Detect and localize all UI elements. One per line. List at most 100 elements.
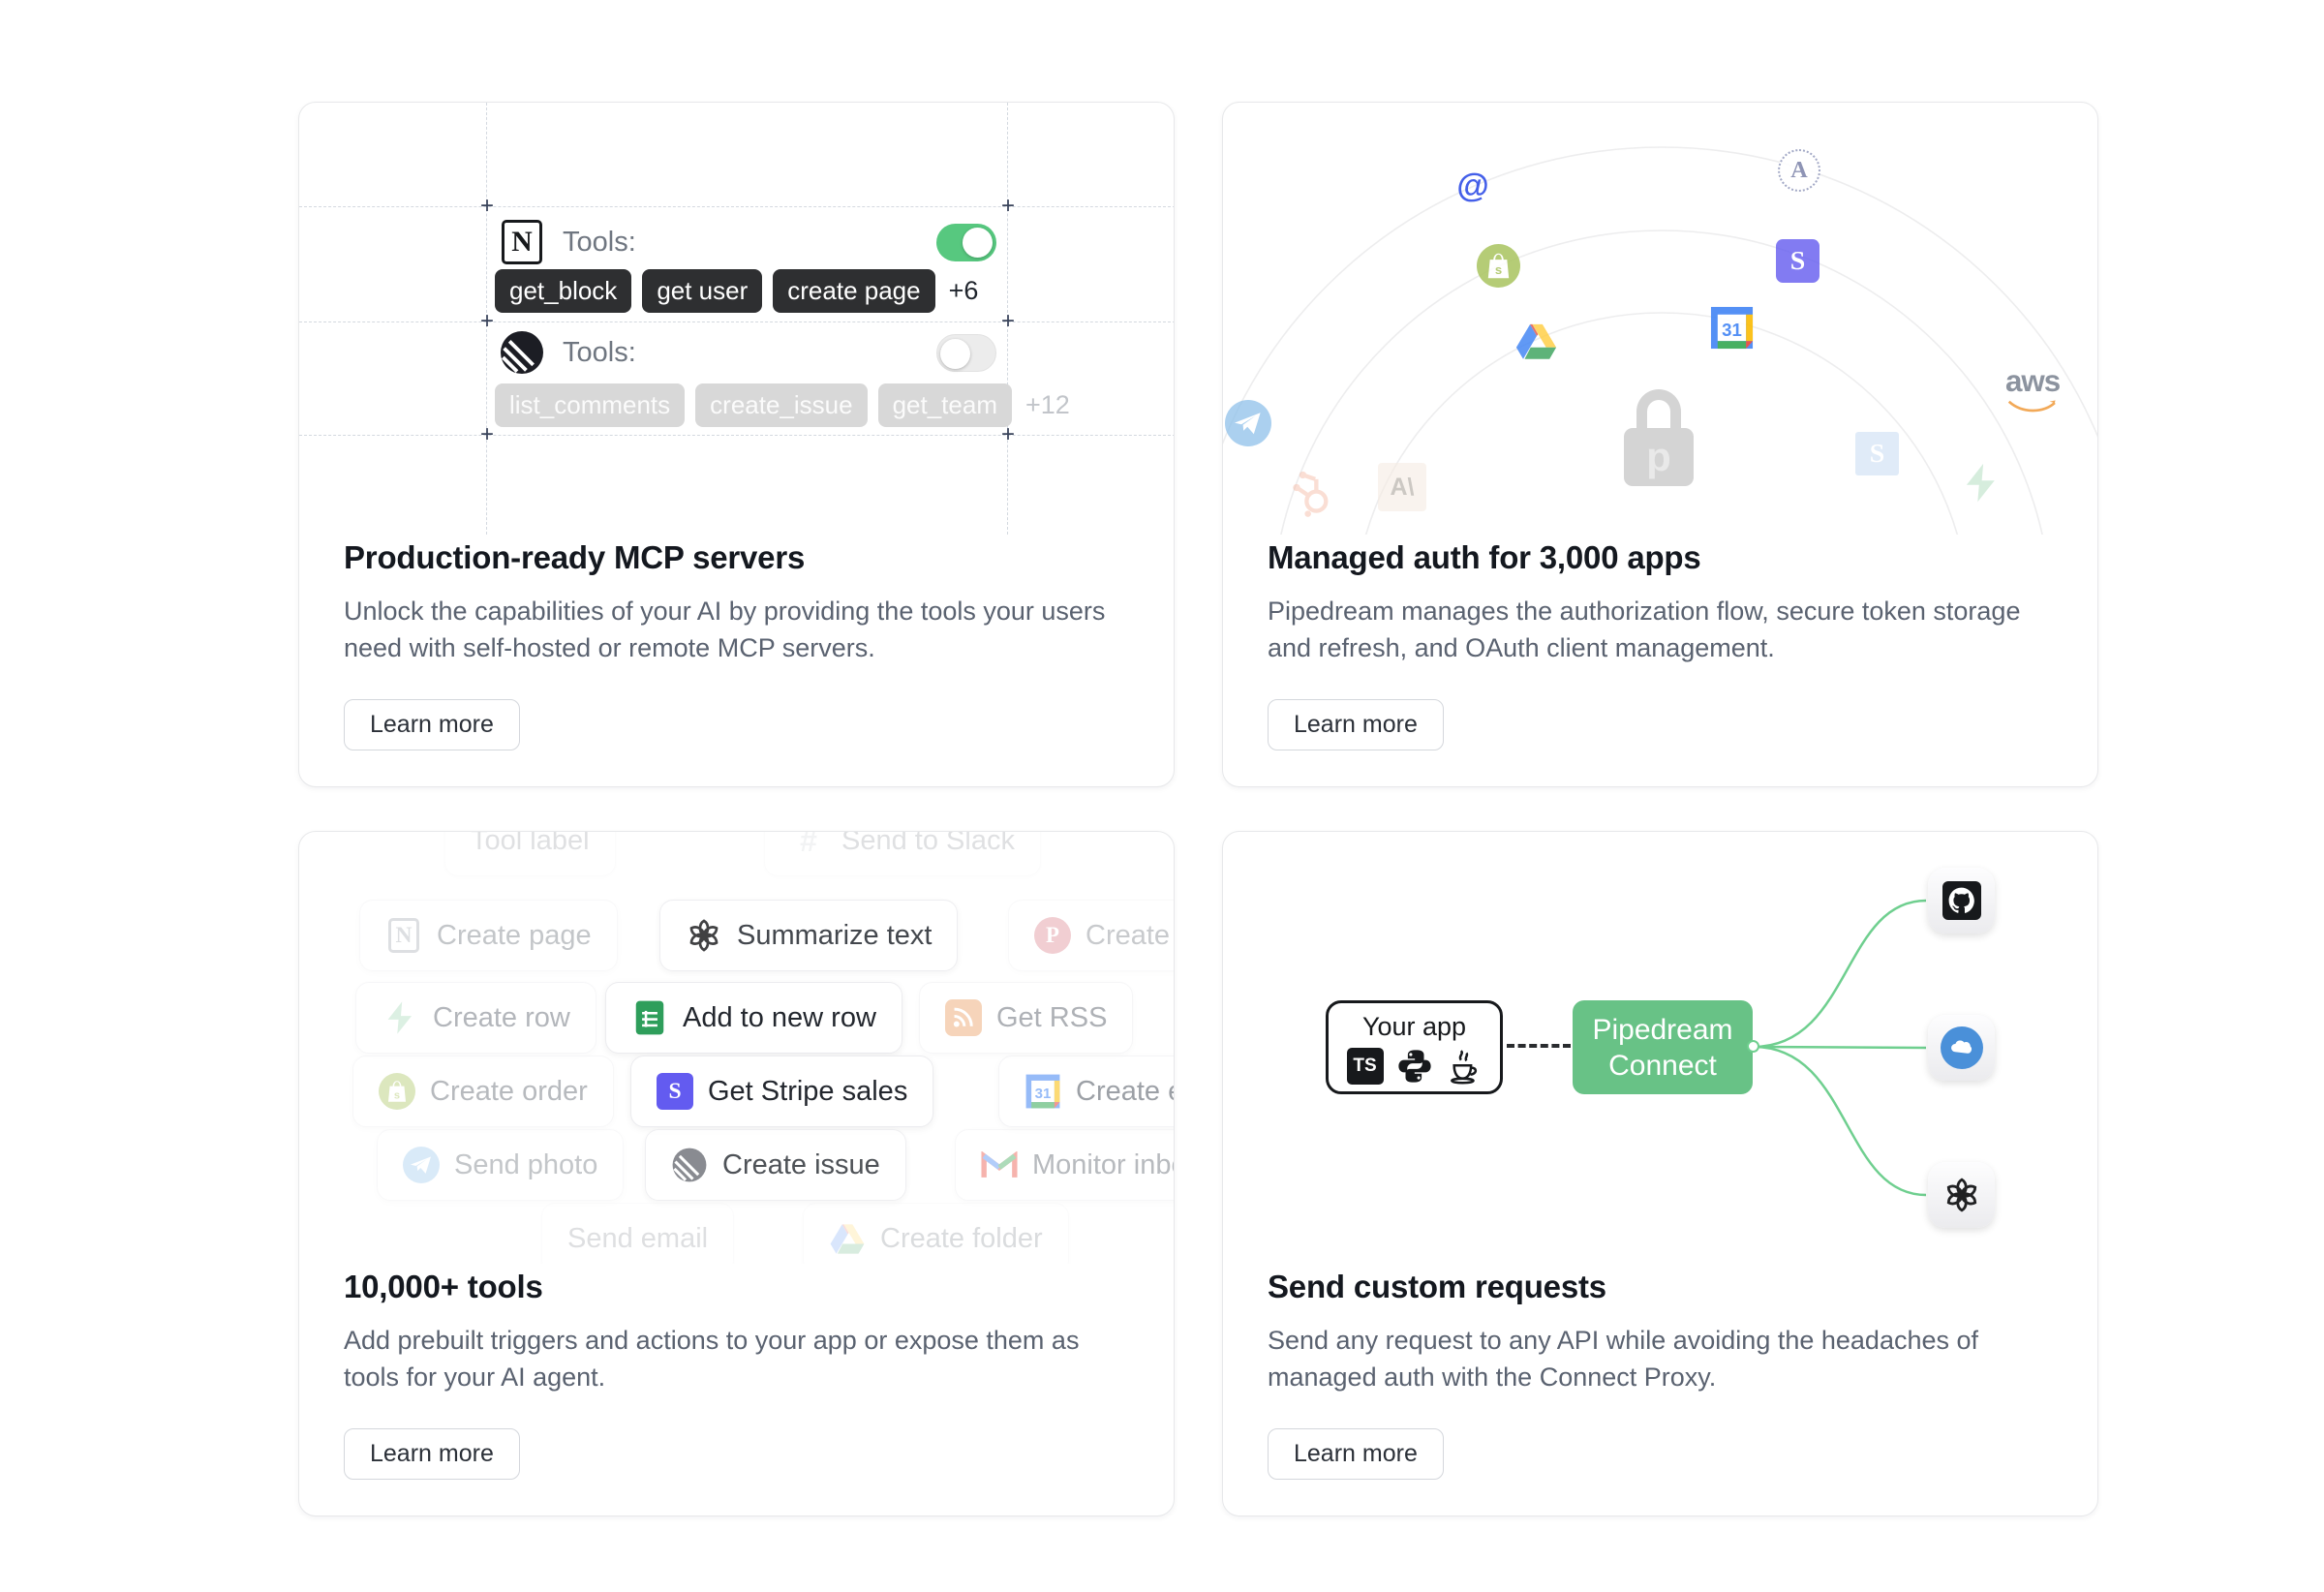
tool-pill[interactable]: Create issue	[645, 1129, 906, 1201]
card-description: Unlock the capabilities of your AI by pr…	[344, 597, 1106, 662]
tool-pill[interactable]: Create folder	[803, 1203, 1069, 1264]
target-app-card	[1928, 1162, 1995, 1228]
tool-pill[interactable]: Tool label	[444, 832, 616, 876]
page-title: 10,000+ tools	[344, 1269, 543, 1304]
tool-pill[interactable]: Get RSS	[919, 982, 1134, 1054]
aws-icon: aws	[2005, 364, 2061, 414]
tool-pill[interactable]: Create row	[355, 982, 596, 1054]
orbit-app: S	[1776, 239, 1819, 283]
tool-pill[interactable]: #Send to Slack	[764, 832, 1041, 876]
tool-pill[interactable]: Monitor inbox	[955, 1129, 1174, 1201]
tool-tag: get_block	[495, 269, 632, 313]
linear-icon	[499, 329, 545, 376]
algolia-icon: @	[1456, 167, 1489, 204]
notion-icon: N	[499, 219, 545, 265]
guide-line	[486, 103, 487, 535]
supabase-icon	[1959, 461, 2003, 505]
guide-cross: +	[1000, 421, 1015, 447]
shopify-icon: s	[379, 1073, 415, 1110]
telegram-icon	[403, 1147, 440, 1183]
orbit-arcs	[1223, 146, 2097, 535]
card-description: Pipedream manages the authorization flow…	[1268, 597, 2021, 662]
tools-toggle[interactable]	[936, 333, 996, 372]
notion-gray-icon: N	[385, 917, 422, 954]
google-drive-icon	[829, 1220, 866, 1257]
learn-more-button[interactable]: Learn more	[1268, 1428, 1444, 1480]
orbit-app: S	[1855, 432, 1899, 475]
svg-text:31: 31	[1035, 1086, 1052, 1102]
guide-line	[1007, 103, 1008, 535]
tool-tag: get user	[642, 269, 763, 313]
tool-tag: list_comments	[495, 383, 686, 427]
learn-more-button[interactable]: Learn more	[1268, 699, 1444, 750]
tool-tag-more: +6	[948, 276, 979, 305]
tool-pill[interactable]: Send photo	[377, 1129, 625, 1201]
card-custom-requests: Your app TS Pipedream Connect Send custo…	[1222, 831, 2098, 1516]
orbit-app: A\	[1378, 463, 1426, 511]
orbit-app: 31	[1709, 305, 1755, 351]
page-title: Production-ready MCP servers	[344, 539, 806, 575]
rss-icon	[945, 999, 982, 1036]
openai-icon	[1942, 1176, 1981, 1214]
guide-cross: +	[1000, 308, 1015, 334]
tool-pill[interactable]: Summarize text	[659, 900, 959, 971]
anthropic-icon: A\	[1378, 463, 1426, 511]
tool-tag: create page	[773, 269, 935, 313]
orbit-app	[1287, 469, 1337, 519]
slack-icon: #	[800, 832, 817, 858]
svg-text:31: 31	[1722, 320, 1742, 340]
orbit-app	[1959, 461, 2003, 505]
requests-illustration: Your app TS Pipedream Connect	[1223, 832, 2097, 1264]
openai-icon	[686, 917, 722, 954]
target-app-card	[1928, 1015, 1995, 1081]
your-app-label: Your app	[1361, 1012, 1467, 1041]
telegram-icon	[1225, 400, 1271, 446]
orbit-app: A	[1778, 149, 1820, 192]
typescript-icon: TS	[1346, 1048, 1384, 1085]
connector-node	[1747, 1040, 1759, 1053]
guide-line	[299, 435, 1174, 436]
guide-cross: +	[479, 421, 494, 447]
tool-pill[interactable]: Add to new row	[605, 982, 902, 1054]
guide-line	[299, 321, 1174, 322]
action-seal-icon: A	[1778, 149, 1820, 192]
python-icon	[1396, 1048, 1433, 1085]
shopify-icon: s	[1477, 244, 1520, 288]
orbit-app: s	[1477, 244, 1520, 288]
tools-label: Tools:	[563, 226, 636, 258]
supabase-icon	[382, 999, 418, 1036]
stripe-icon: S	[657, 1073, 693, 1110]
tools-toggle[interactable]	[936, 223, 996, 261]
orbit-app	[1225, 400, 1271, 446]
tool-tag: create_issue	[695, 383, 868, 427]
connector-lines	[1753, 899, 1927, 1197]
svg-text:s: s	[1495, 262, 1502, 277]
tool-tag: get_team	[877, 383, 1012, 427]
card-description: Add prebuilt triggers and actions to you…	[344, 1326, 1080, 1392]
learn-more-button[interactable]: Learn more	[344, 1428, 520, 1480]
hubspot-icon	[1287, 469, 1337, 519]
google-calendar-icon: 31	[1024, 1073, 1061, 1110]
guide-cross: +	[479, 308, 494, 334]
page-title: Send custom requests	[1268, 1269, 1606, 1304]
orbit-app: aws	[2005, 364, 2061, 414]
tools-label: Tools:	[563, 336, 636, 368]
card-description: Send any request to any API while avoidi…	[1268, 1326, 1979, 1392]
tool-pill[interactable]: Send email	[541, 1203, 735, 1264]
learn-more-button[interactable]: Learn more	[344, 699, 520, 750]
google-drive-icon	[1514, 320, 1558, 363]
target-app-card	[1928, 868, 1995, 934]
java-icon	[1446, 1048, 1483, 1085]
google-calendar-icon: 31	[1709, 305, 1755, 351]
